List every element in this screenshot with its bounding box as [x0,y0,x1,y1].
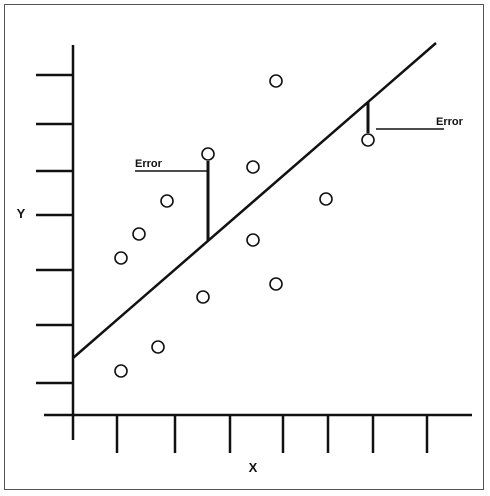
data-point-8 [246,160,260,174]
x-axis-label: X [249,460,258,475]
data-point-12 [319,192,333,206]
chart-frame [4,4,484,490]
data-point-7 [201,147,215,161]
y-axis-ticks [36,73,73,385]
data-point-6 [196,290,210,304]
data-point-9 [246,233,260,247]
data-point-4 [132,227,146,241]
x-axis-ticks [115,415,429,453]
data-point-3 [114,251,128,265]
data-point-5 [160,194,174,208]
y-axis-label: Y [17,206,26,221]
data-points [114,74,375,378]
data-point-2 [151,340,165,354]
data-point-1 [114,364,128,378]
data-point-11 [269,74,283,88]
error-label-1: Error [135,158,163,170]
data-point-10 [269,277,283,291]
data-point-13 [361,133,375,147]
error-label-2: Error [436,116,464,128]
regression-line [72,42,437,359]
